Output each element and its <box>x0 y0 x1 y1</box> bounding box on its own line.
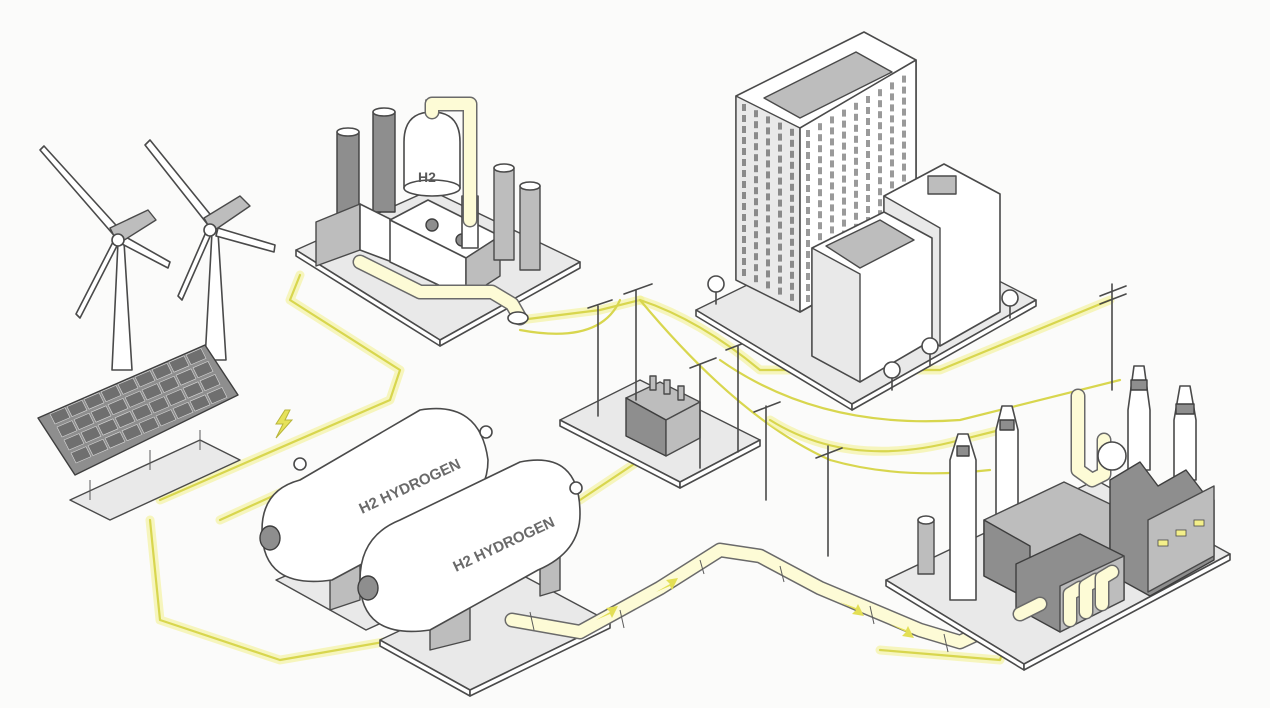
transformer-icon <box>625 375 701 457</box>
power-pole-icon <box>587 283 1127 557</box>
substation <box>559 283 1127 557</box>
industrial-factory <box>885 365 1231 671</box>
lightning-bolt-icon <box>275 409 294 439</box>
hydrogen-storage: H2 HYDROGEN H2 HYDROGEN <box>259 407 611 697</box>
electrolyzer-tank-label: H2 <box>418 169 436 185</box>
wind-turbine-icon <box>39 139 276 371</box>
city-buildings <box>695 31 1037 411</box>
hydrogen-pipeline <box>504 542 1028 653</box>
hydrogen-tank-2: H2 HYDROGEN <box>357 459 583 651</box>
pipeline-arrow-icon <box>596 578 914 638</box>
solar-panel-icon <box>37 344 241 521</box>
electrolyzer-plant: H2 <box>295 96 581 347</box>
